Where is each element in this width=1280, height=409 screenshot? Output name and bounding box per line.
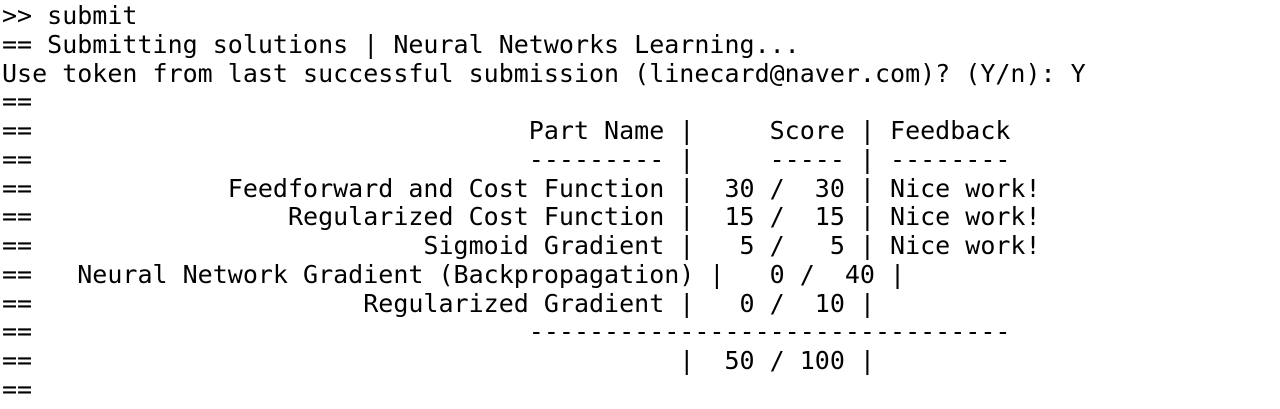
token-prompt-line: Use token from last successful submissio… <box>2 58 1086 88</box>
result-row: == Sigmoid Gradient | 5 / 5 | Nice work! <box>2 231 1041 260</box>
result-row: == Feedforward and Cost Function | 30 / … <box>2 173 1041 203</box>
output-end-line: == <box>2 374 33 404</box>
result-row: == Regularized Gradient | 0 / 10 | <box>2 288 875 318</box>
total-separator-line: == -------------------------------- <box>2 317 1011 347</box>
submission-status-line: == Submitting solutions | Neural Network… <box>2 29 800 59</box>
results-header-underline: == --------- | ----- | -------- <box>2 144 1011 174</box>
result-row: == Neural Network Gradient (Backpropagat… <box>2 259 906 289</box>
result-row: == Regularized Cost Function | 15 / 15 |… <box>2 202 1041 232</box>
output-separator-line: == <box>2 87 33 117</box>
command-line: >> submit <box>2 1 138 30</box>
results-header-line: == Part Name | Score | Feedback <box>2 116 1011 145</box>
total-score-line: == | 50 / 100 | <box>2 346 875 375</box>
